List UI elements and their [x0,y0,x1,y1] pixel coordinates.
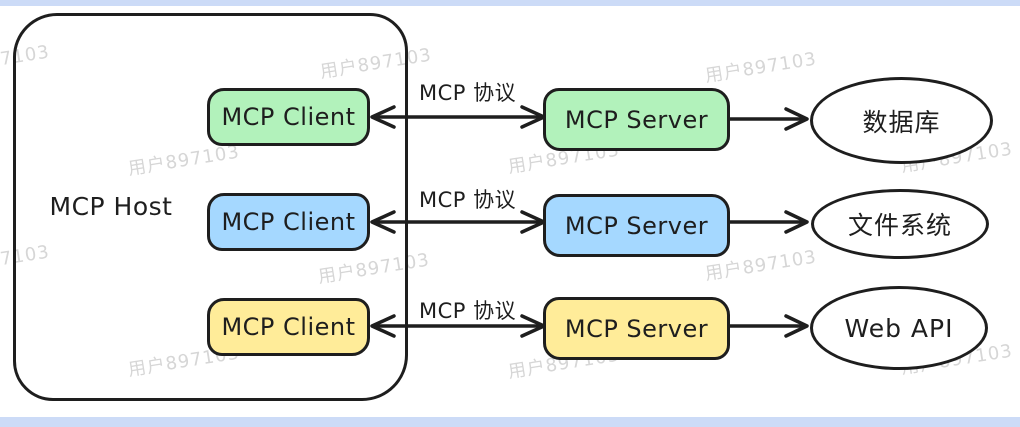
mcp-server-box-3: MCP Server [543,297,730,360]
protocol-label-2: MCP 协议 [419,188,517,212]
mcp-client-box-3: MCP Client [207,298,370,356]
target-label-webapi: Web API [844,313,954,343]
target-ellipse-filesystem: 文件系统 [811,189,989,259]
server-target-arrow-3 [728,314,809,338]
mcp-server-label-1: MCP Server [564,105,709,134]
protocol-label-1: MCP 协议 [419,81,517,105]
top-edge-strip [0,0,1020,6]
mcp-client-box-2: MCP Client [207,193,370,251]
watermark-text: 用户897103 [703,48,819,87]
target-ellipse-webapi: Web API [810,286,988,370]
target-label-filesystem: 文件系统 [847,211,952,240]
protocol-label-3: MCP 协议 [419,299,517,323]
mcp-server-box-2: MCP Server [543,194,730,257]
server-target-arrow-1 [728,107,809,131]
bottom-edge-strip [0,417,1020,427]
mcp-client-label-3: MCP Client [221,313,356,341]
mcp-host-label: MCP Host [49,192,173,221]
mcp-server-box-1: MCP Server [543,88,730,151]
target-ellipse-database: 数据库 [810,77,993,164]
target-label-database: 数据库 [862,107,941,137]
mcp-server-label-2: MCP Server [564,211,709,240]
mcp-client-label-1: MCP Client [221,103,356,131]
mcp-host-container [13,13,408,401]
server-target-arrow-2 [728,210,809,234]
mcp-client-box-1: MCP Client [207,88,370,146]
mcp-server-label-3: MCP Server [564,314,709,343]
mcp-client-label-2: MCP Client [221,208,356,236]
